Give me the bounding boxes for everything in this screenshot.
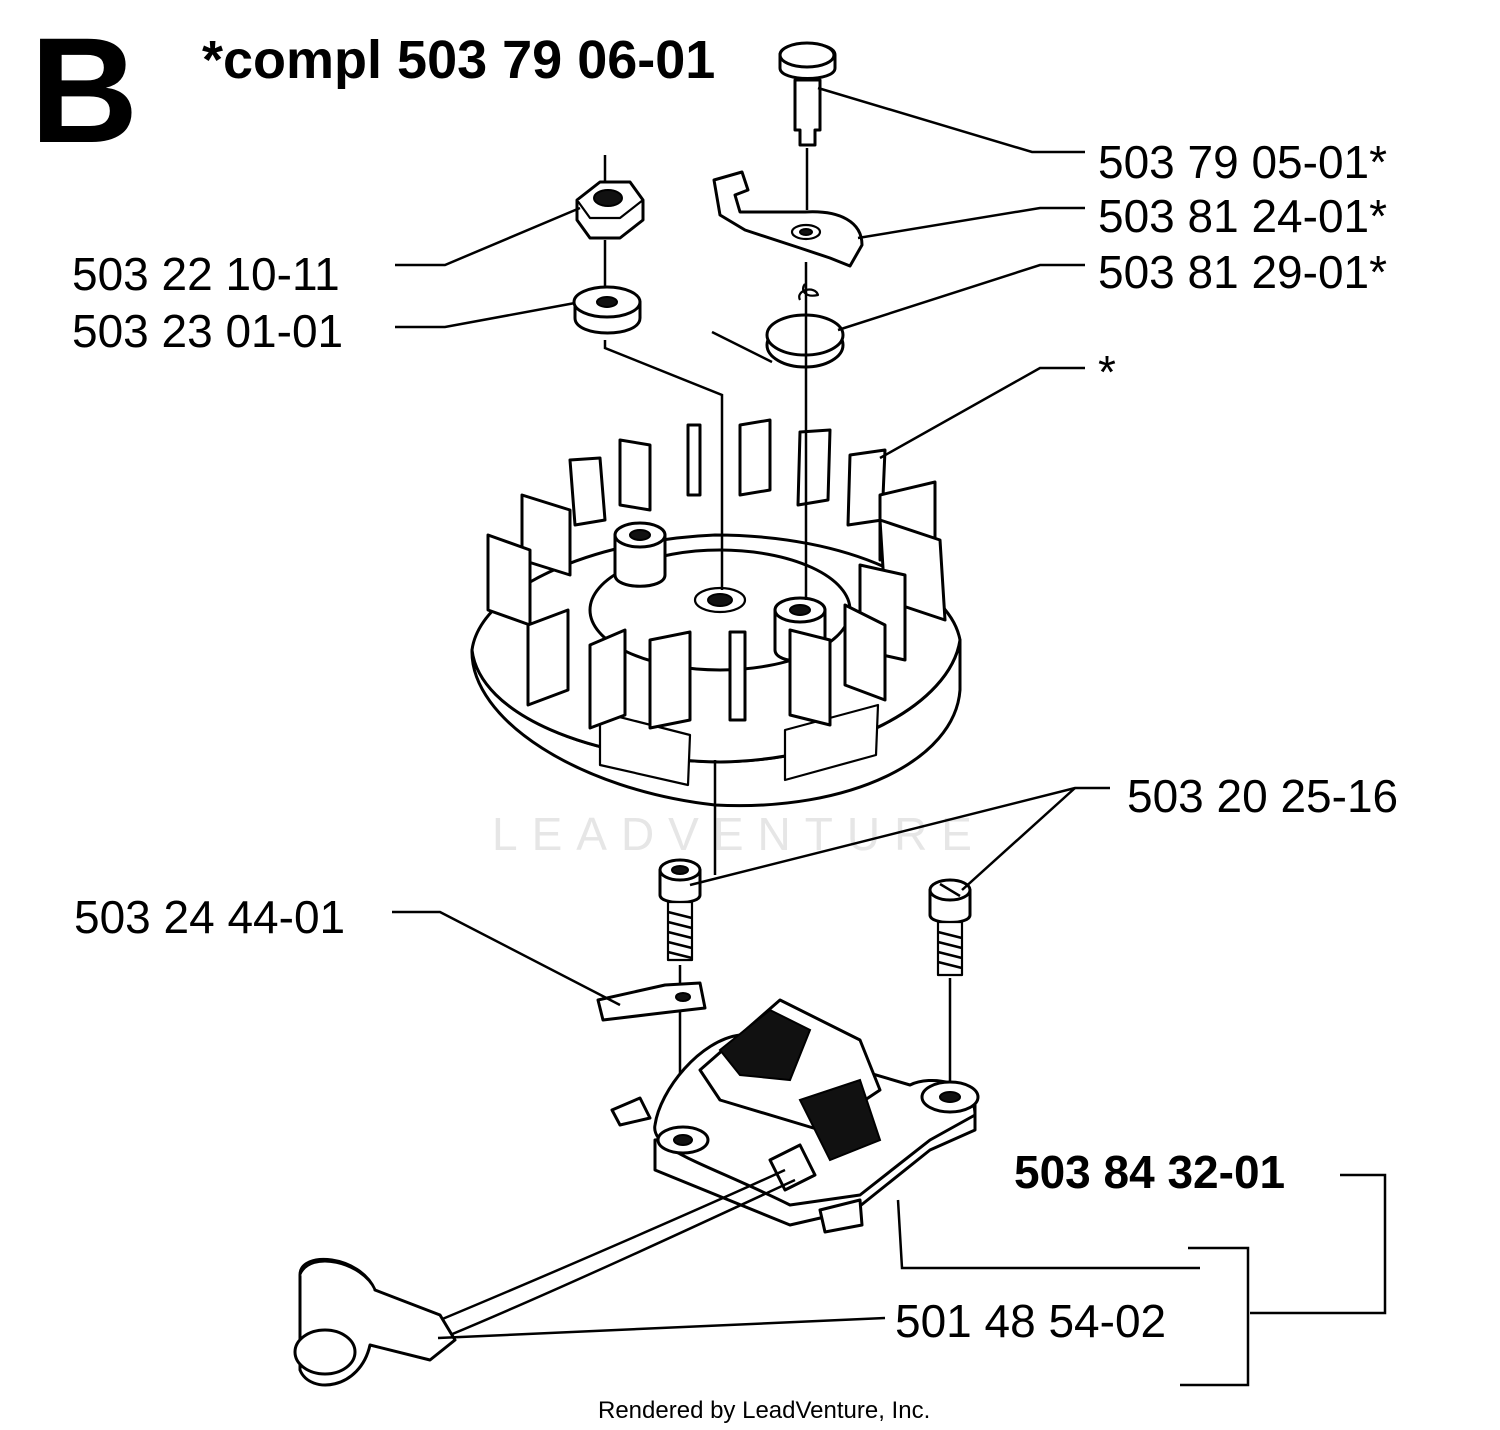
part-label-501-48-54-02: 501 48 54-02: [895, 1295, 1166, 1347]
screw-left: [658, 760, 717, 1135]
ignition-module: [610, 998, 980, 1234]
section-letter: B: [30, 6, 138, 174]
part-label-503-23-01-01: 503 23 01-01: [72, 305, 343, 357]
part-label-503-20-25-16: 503 20 25-16: [1127, 770, 1398, 822]
footer-credit: Rendered by LeadVenture, Inc.: [598, 1397, 930, 1424]
watermark: LEADVENTURE: [492, 808, 986, 860]
part-label-503-79-05-01: 503 79 05-01*: [1098, 136, 1387, 188]
part-label-503-81-29-01: 503 81 29-01*: [1098, 246, 1387, 298]
spark-plug-cap-lead: [293, 1168, 796, 1387]
leader-lines: [392, 86, 1387, 1387]
ground-terminal: [596, 981, 707, 1022]
pawl-spring: [711, 262, 845, 600]
hex-nut: [575, 155, 645, 240]
screw-right: [928, 878, 972, 1085]
flywheel: [470, 418, 962, 808]
part-label-503-81-24-01: 503 81 24-01*: [1098, 190, 1387, 242]
part-label-503-24-44-01: 503 24 44-01: [74, 891, 345, 943]
part-label-503-84-32-01: 503 84 32-01: [1014, 1146, 1285, 1198]
starter-pawl: [712, 170, 864, 268]
kit-note: *compl 503 79 06-01: [202, 30, 715, 90]
part-label-flywheel-asterisk: *: [1098, 346, 1116, 398]
pawl-pin: [778, 41, 837, 210]
part-label-503-22-10-11: 503 22 10-11: [72, 248, 340, 300]
